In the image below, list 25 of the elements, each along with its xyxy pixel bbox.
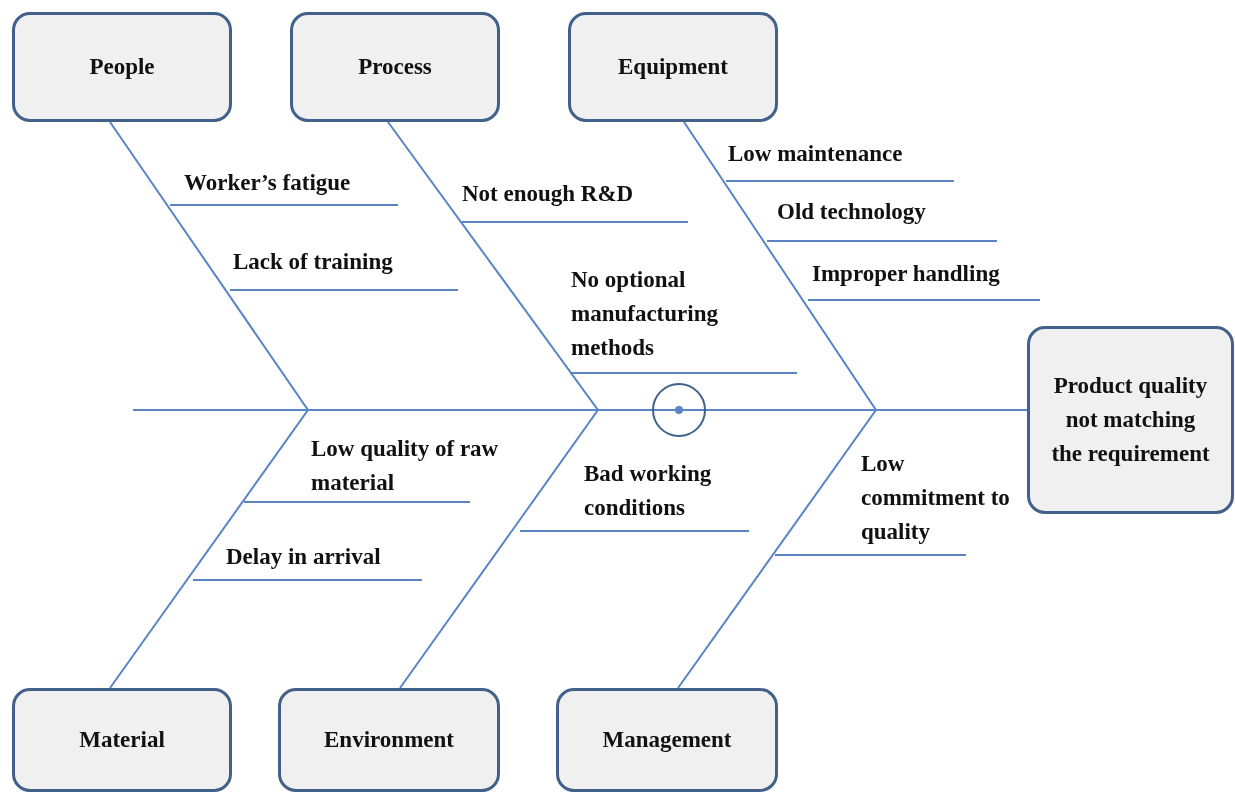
category-box [290,12,500,122]
category-label: Equipment [618,53,728,81]
cause-label: Worker’s fatigue [184,169,352,197]
category-box [568,12,778,122]
category-label: People [89,53,155,81]
cause-label: Delay in arrival [226,543,382,571]
category-box [12,688,232,792]
effect-box [1027,326,1234,514]
category-label: Management [602,726,732,754]
category-box [278,688,500,792]
cause-label: Low quality of raw material [311,435,500,497]
cause-label: Bad working conditions [584,460,713,522]
cause-label: No optional manufacturing methods [571,266,719,362]
cause-label: Old technology [777,198,927,226]
category-box [12,12,232,122]
cause-label: Not enough R&D [462,180,635,208]
category-label: Material [79,726,165,754]
effect-label: Product quality not matching the requirement [1050,372,1211,468]
cause-label: Low maintenance [728,140,904,168]
cause-label: Improper handling [812,260,1001,288]
category-label: Process [358,53,432,81]
category-label: Environment [324,726,454,754]
cause-label: Low commitment to quality [861,450,1011,546]
cause-label: Lack of training [233,248,394,276]
category-box [556,688,778,792]
